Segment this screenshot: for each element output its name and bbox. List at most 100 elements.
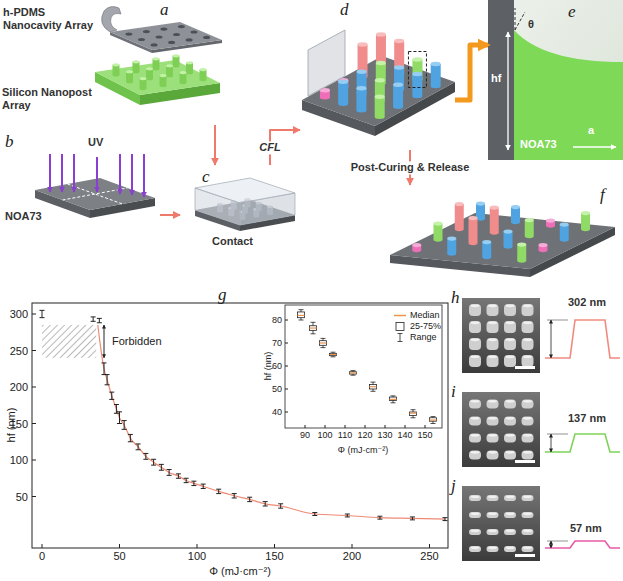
tick-label: 110 <box>338 430 352 440</box>
panel-f-illustration <box>447 237 456 241</box>
legend-text: Range <box>410 333 437 343</box>
panel-a-illustration <box>138 38 145 41</box>
sem-image <box>469 434 481 443</box>
chart-plot <box>234 494 235 498</box>
sem-image <box>523 546 532 549</box>
chart-plot <box>377 516 382 517</box>
chart-plot <box>410 516 415 517</box>
height-profile <box>545 434 620 452</box>
panel-a-illustration <box>168 41 175 44</box>
sem-image <box>488 451 497 454</box>
panel-b-illustration <box>143 154 145 197</box>
chart-plot <box>280 504 281 508</box>
chart-plot <box>167 475 172 476</box>
panel-e-illustration <box>573 146 616 147</box>
panel-d-illustration <box>408 52 426 88</box>
panel-b-illustration <box>35 154 155 218</box>
sem-image <box>522 321 534 333</box>
inset-plot <box>350 372 357 374</box>
chart-plot <box>201 488 206 489</box>
panel-f-illustration <box>390 202 615 277</box>
sem-image <box>487 512 499 518</box>
inset-plot <box>370 384 377 389</box>
panel-label: Contact <box>212 235 253 248</box>
chart-plot <box>145 453 146 459</box>
sem-image <box>522 512 534 518</box>
panel-label: a <box>588 124 594 137</box>
inset-plot <box>285 412 288 413</box>
chart-plot <box>153 459 154 465</box>
chart-plot <box>263 505 268 506</box>
sem-image <box>469 512 481 518</box>
chart-plot <box>191 485 196 486</box>
height-profile <box>545 541 620 548</box>
chart-plot <box>216 489 221 490</box>
panel-a-illustration <box>146 67 153 70</box>
tick-label: 70 <box>272 338 282 348</box>
chart-plot <box>114 413 119 414</box>
chart-plot <box>161 464 162 470</box>
panel-f-illustration <box>390 213 615 269</box>
panel-d-illustration <box>431 62 441 67</box>
panel-a-illustration <box>153 57 160 60</box>
sem-image <box>471 529 480 532</box>
sem-image <box>515 366 535 369</box>
sem-image <box>504 400 516 409</box>
panel-f-illustration <box>525 220 534 238</box>
chart-plot <box>128 441 133 442</box>
tick-label: 80 <box>272 315 282 325</box>
sem-image <box>506 321 515 324</box>
panel-f-illustration <box>581 213 590 231</box>
panel-a-illustration <box>180 71 187 74</box>
sem-image <box>523 512 532 515</box>
tick-label: 40 <box>272 407 282 417</box>
figure-panel: ehfθNOA73a <box>488 0 623 160</box>
panel-label: UV <box>88 136 103 149</box>
inset-plot <box>365 425 366 428</box>
inset-plot <box>331 356 336 357</box>
sem-image <box>488 355 497 358</box>
panel-d-illustration <box>412 72 422 77</box>
inset-plot <box>351 375 356 376</box>
panel-label: NOA73 <box>520 138 557 151</box>
sem-image <box>522 304 534 316</box>
inset-plot <box>411 409 416 410</box>
panel-f-illustration <box>455 202 464 206</box>
panel-e-illustration <box>507 32 508 150</box>
sem-image <box>469 304 481 316</box>
tick-label: 300 <box>10 308 28 321</box>
panel-b-illustration <box>68 184 123 204</box>
inset-plot <box>320 341 327 346</box>
sem-image <box>469 355 481 367</box>
panel-e-illustration <box>514 30 623 160</box>
chart-plot <box>117 423 122 424</box>
sem-image <box>506 512 515 515</box>
sem-image <box>504 304 516 316</box>
sem-image <box>488 546 497 549</box>
tick-label: 50 <box>16 490 28 503</box>
panel-label: 57 nm <box>570 522 602 535</box>
tick-label: 130 <box>377 430 392 440</box>
chart-plot <box>278 508 283 509</box>
tick-label: 50 <box>272 384 282 394</box>
panel-a-illustration <box>166 64 173 67</box>
sem-image <box>462 298 540 373</box>
inset-plot <box>371 391 376 392</box>
sem-image <box>523 400 532 403</box>
chart-plot <box>176 473 181 474</box>
chart-plot <box>116 405 117 414</box>
panel-b-illustration <box>119 154 121 194</box>
chart-plot <box>128 434 133 435</box>
tick-label: 100 <box>317 430 332 440</box>
sem-image <box>469 338 481 350</box>
panel-label: 137 nm <box>568 412 606 425</box>
sem-image <box>488 321 497 324</box>
inset-plot <box>405 425 406 428</box>
sem-image <box>487 529 499 535</box>
chart-plot <box>232 497 237 498</box>
process-arrow <box>214 125 216 165</box>
sem-image <box>523 321 532 324</box>
sem-image <box>469 495 481 501</box>
panel-label: hf <box>491 72 501 85</box>
